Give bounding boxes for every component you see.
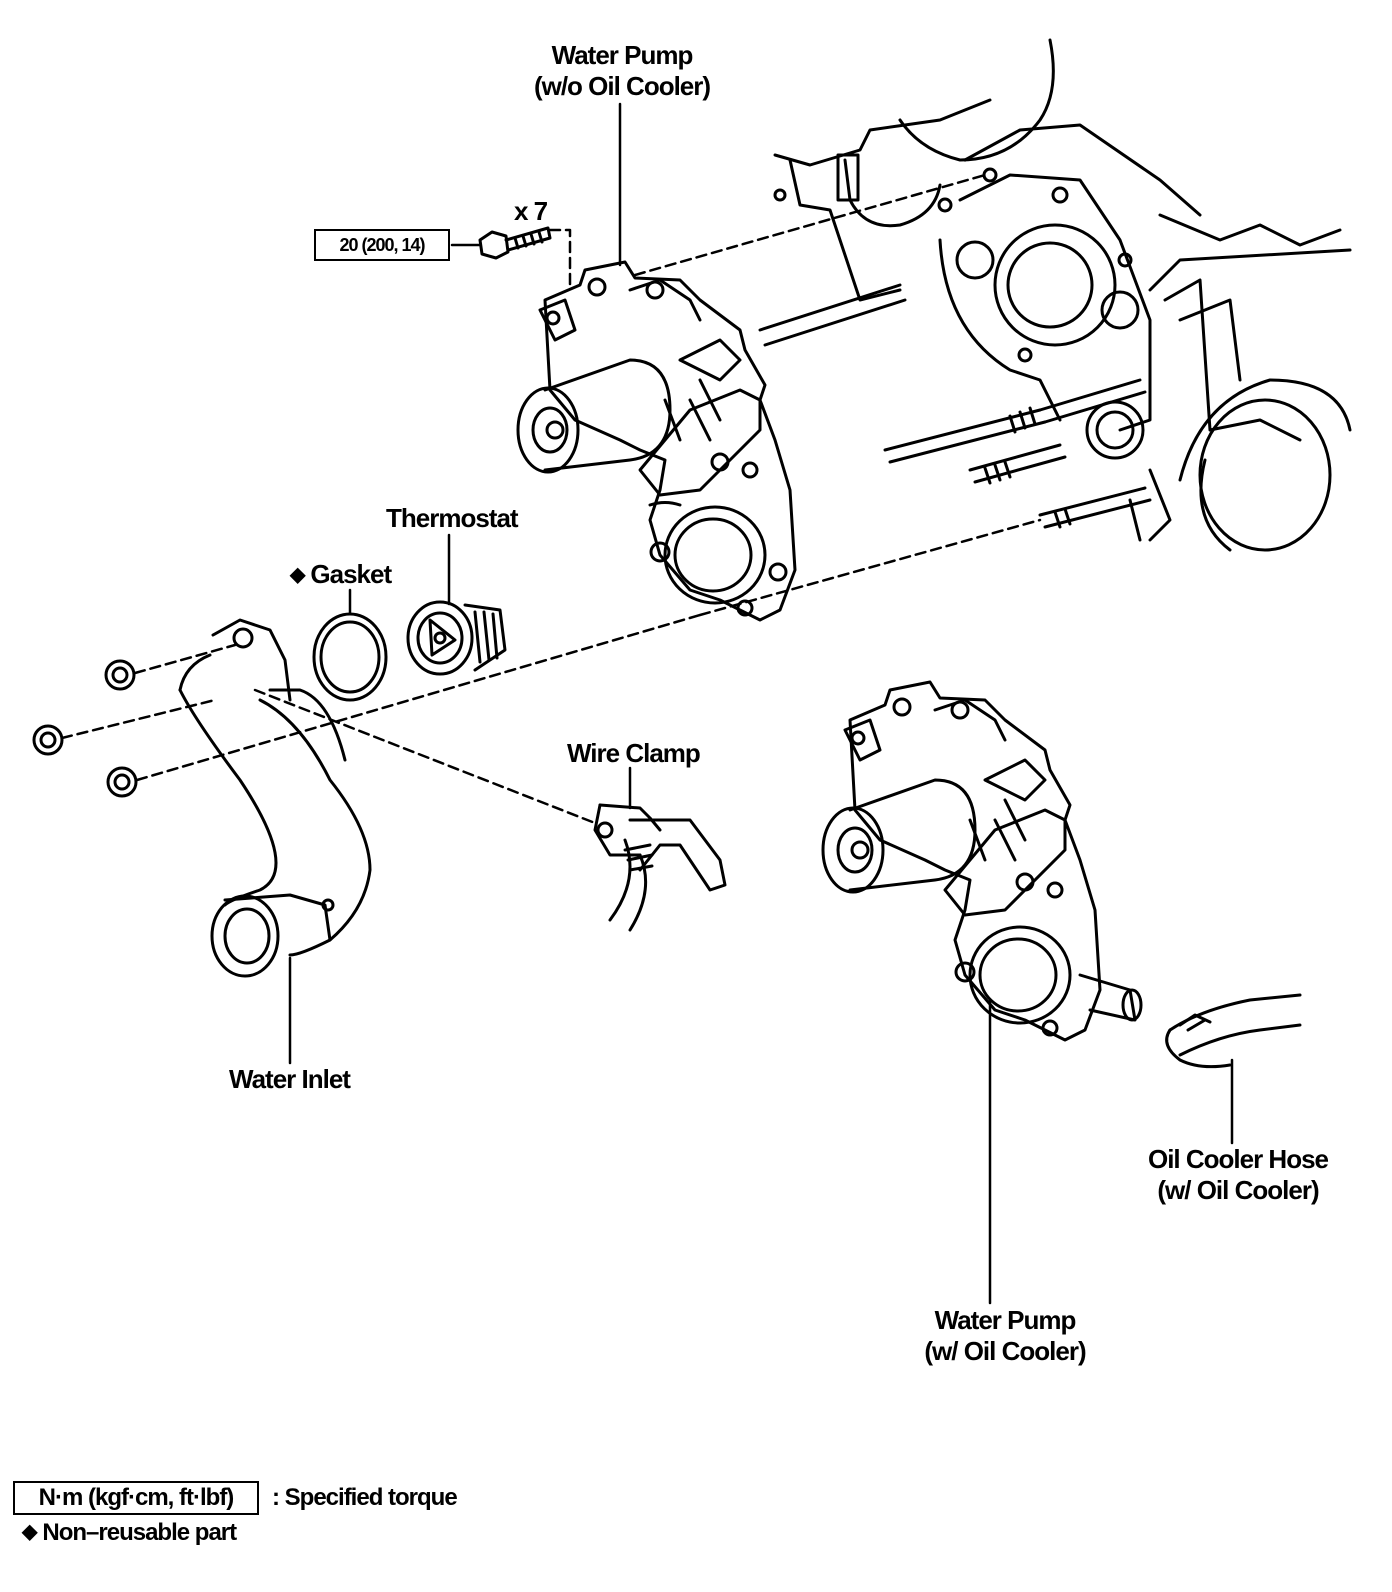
legend-nonreusable-text: Non–reusable part bbox=[42, 1519, 237, 1546]
diamond-icon: ◆ bbox=[290, 564, 305, 586]
thermostat-drawing bbox=[406, 600, 507, 676]
label-water-pump-w-line2: (w/ Oil Cooler) bbox=[924, 1336, 1086, 1366]
diamond-icon: ◆ bbox=[22, 1521, 37, 1543]
leader-lines bbox=[288, 102, 1234, 1305]
label-wire-clamp: Wire Clamp bbox=[567, 738, 701, 768]
label-oil-cooler-hose-line1: Oil Cooler Hose bbox=[1147, 1144, 1329, 1174]
label-oil-cooler-hose-line2: (w/ Oil Cooler) bbox=[1157, 1175, 1319, 1205]
torque-spec-box: 20 (200, 14) bbox=[314, 229, 450, 261]
legend-torque-description: : Specified torque bbox=[272, 1484, 458, 1511]
label-thermostat: Thermostat bbox=[386, 503, 519, 533]
wire-clamp-drawing bbox=[593, 803, 727, 932]
label-water-pump-wo-oil-cooler: Water Pump (w/o Oil Cooler) bbox=[522, 40, 722, 102]
oil-cooler-hose-drawing bbox=[1165, 993, 1302, 1069]
water-inlet-drawing bbox=[178, 618, 372, 978]
label-gasket: ◆Gasket bbox=[290, 559, 392, 591]
assembly-dashed-lines bbox=[60, 173, 1042, 825]
water-pump-without-oil-cooler-drawing bbox=[516, 260, 797, 622]
label-water-pump-wo-line2: (w/o Oil Cooler) bbox=[533, 71, 711, 101]
label-oil-cooler-hose: Oil Cooler Hose (w/ Oil Cooler) bbox=[1138, 1144, 1338, 1206]
engine-block-drawing bbox=[758, 38, 1352, 552]
label-water-inlet: Water Inlet bbox=[229, 1064, 351, 1094]
gasket-drawing bbox=[312, 612, 388, 702]
bolt-drawing bbox=[478, 226, 552, 260]
label-bolt-count: x 7 bbox=[514, 196, 548, 226]
legend-nonreusable: ◆Non–reusable part bbox=[22, 1517, 237, 1548]
label-gasket-text: Gasket bbox=[310, 559, 392, 589]
legend-torque-units-box: N·m (kgf·cm, ft·lbf) bbox=[13, 1481, 259, 1515]
label-water-pump-w-line1: Water Pump bbox=[934, 1305, 1077, 1335]
water-pump-with-oil-cooler-drawing bbox=[821, 680, 1143, 1042]
nut-drawings bbox=[32, 659, 138, 798]
label-water-pump-wo-line1: Water Pump bbox=[551, 40, 694, 70]
label-water-pump-w-oil-cooler: Water Pump (w/ Oil Cooler) bbox=[905, 1305, 1105, 1367]
